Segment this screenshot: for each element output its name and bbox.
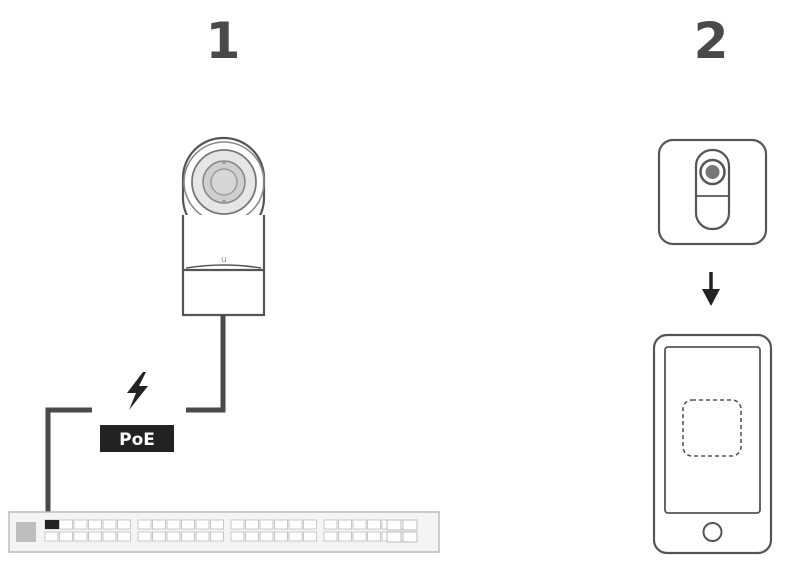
switch-port	[338, 531, 352, 542]
switch-port	[245, 531, 259, 542]
switch-port	[230, 531, 245, 542]
switch-port	[44, 531, 59, 542]
switch-port	[181, 531, 195, 542]
switch-port	[274, 531, 288, 542]
step-number-1: 1	[206, 12, 241, 70]
switch-port	[259, 519, 274, 530]
switch-port	[352, 519, 367, 530]
switch-port	[367, 531, 381, 542]
switch-port	[230, 519, 245, 530]
active-port	[45, 520, 59, 529]
switch-port	[259, 531, 274, 542]
switch-port	[137, 519, 152, 530]
switch-port	[166, 519, 181, 530]
switch-port	[245, 519, 259, 530]
switch-port	[117, 519, 131, 530]
switch-port	[288, 531, 303, 542]
switch-port	[210, 519, 224, 530]
network-switch-icon	[8, 511, 440, 553]
switch-port	[73, 519, 88, 530]
switch-port	[303, 519, 317, 530]
lightning-bolt-icon	[127, 372, 148, 410]
switch-port	[88, 519, 102, 530]
switch-port	[152, 531, 166, 542]
ethernet-cable	[45, 315, 226, 527]
svg-text:u: u	[221, 255, 227, 265]
poe-label: PoE	[119, 430, 155, 450]
arrow-down-icon	[702, 272, 720, 306]
switch-port	[367, 519, 381, 530]
switch-port	[323, 519, 338, 530]
switch-port	[288, 519, 303, 530]
switch-port	[338, 519, 352, 530]
switch-port	[303, 531, 317, 542]
camera-app-icon	[657, 138, 768, 246]
switch-port	[102, 531, 117, 542]
switch-port	[59, 531, 73, 542]
switch-port	[117, 531, 131, 542]
switch-port	[195, 519, 210, 530]
switch-port	[323, 531, 338, 542]
switch-port	[152, 519, 166, 530]
switch-port	[210, 531, 224, 542]
switch-port	[88, 531, 102, 542]
switch-port	[166, 531, 181, 542]
switch-port	[59, 519, 73, 530]
switch-port	[102, 519, 117, 530]
switch-port	[195, 531, 210, 542]
switch-port	[352, 531, 367, 542]
step-number-2: 2	[694, 12, 729, 70]
switch-port	[181, 519, 195, 530]
switch-port	[137, 531, 152, 542]
switch-port	[274, 519, 288, 530]
smartphone-icon	[652, 333, 773, 555]
security-camera-icon: u	[181, 136, 266, 317]
switch-port	[73, 531, 88, 542]
poe-badge: PoE	[100, 425, 174, 452]
